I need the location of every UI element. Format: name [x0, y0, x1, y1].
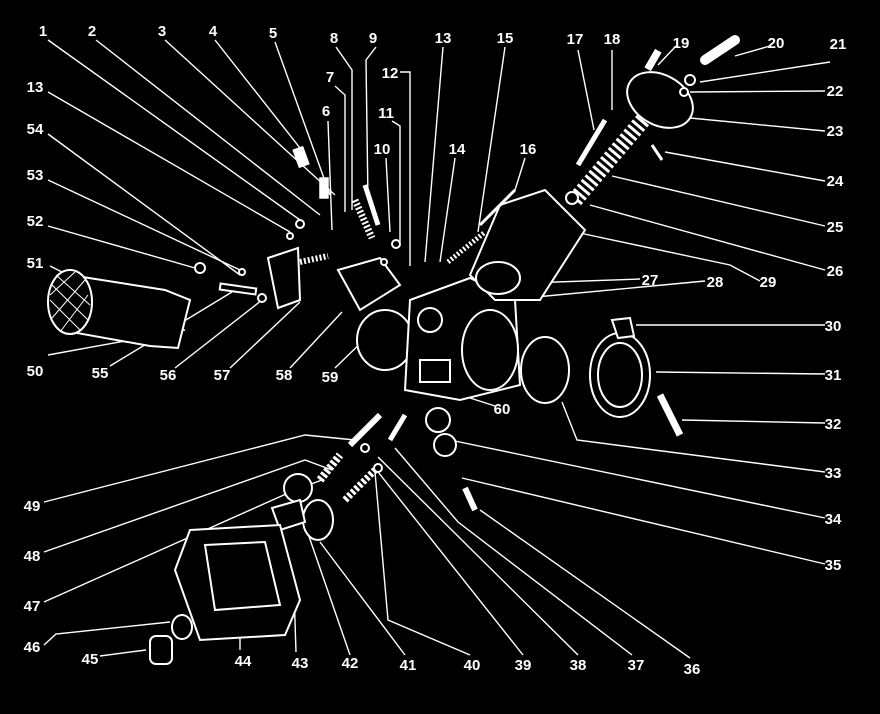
washer-56 [257, 293, 267, 303]
drain-plug-45 [149, 635, 173, 665]
label-7: 7 [326, 69, 334, 86]
cap-23 [626, 71, 694, 129]
label-52: 52 [27, 213, 44, 230]
label-47: 47 [24, 598, 41, 615]
label-13-left: 13 [27, 79, 44, 96]
label-1: 1 [39, 23, 47, 40]
label-4: 4 [209, 23, 218, 40]
label-41: 41 [400, 657, 417, 674]
label-15: 15 [497, 30, 514, 47]
label-27: 27 [642, 272, 659, 289]
parts [47, 35, 740, 665]
label-18: 18 [604, 31, 621, 48]
label-10: 10 [374, 141, 391, 158]
label-44: 44 [235, 653, 252, 670]
label-58: 58 [276, 367, 293, 384]
label-49: 49 [24, 498, 41, 515]
label-31: 31 [825, 367, 842, 384]
throttle-housing [266, 246, 302, 310]
o-ring-27 [475, 261, 521, 295]
label-3: 3 [158, 23, 166, 40]
bolt-32 [656, 393, 684, 437]
nut-30 [610, 316, 636, 340]
label-17: 17 [567, 31, 584, 48]
label-6: 6 [322, 103, 330, 120]
label-19: 19 [673, 35, 690, 52]
label-37: 37 [628, 657, 645, 674]
cable-17 [575, 118, 608, 167]
label-2: 2 [88, 23, 96, 40]
label-39: 39 [515, 657, 532, 674]
label-35: 35 [825, 557, 842, 574]
label-51: 51 [27, 255, 44, 272]
screw-55 [218, 282, 258, 296]
nut-52 [194, 262, 206, 274]
label-50: 50 [27, 363, 44, 380]
air-filter [47, 269, 192, 350]
label-22: 22 [827, 83, 844, 100]
spring-57 [299, 253, 329, 265]
rubber-ring-33 [520, 336, 570, 404]
label-32: 32 [825, 416, 842, 433]
label-9: 9 [369, 30, 377, 47]
label-13-top: 13 [435, 30, 452, 47]
label-11: 11 [378, 105, 394, 122]
label-48: 48 [24, 548, 41, 565]
screw-36 [462, 486, 478, 512]
label-33: 33 [825, 465, 842, 482]
float-34 [425, 407, 451, 433]
label-20: 20 [768, 35, 785, 52]
leader-lines [43, 39, 831, 659]
label-12: 12 [382, 65, 399, 82]
label-29: 29 [760, 274, 777, 291]
label-26: 26 [827, 263, 844, 280]
float-chamber-41 [302, 499, 334, 541]
needle-16 [478, 188, 517, 227]
gasket-46 [171, 614, 193, 640]
label-25: 25 [827, 219, 844, 236]
label-60: 60 [494, 401, 511, 418]
label-34: 34 [825, 511, 842, 528]
label-57: 57 [214, 367, 231, 384]
label-59: 59 [322, 369, 339, 386]
label-43: 43 [292, 655, 309, 672]
label-45: 45 [82, 651, 99, 668]
label-28: 28 [707, 274, 724, 291]
label-40: 40 [464, 657, 481, 674]
label-16: 16 [520, 141, 537, 158]
label-56: 56 [160, 367, 177, 384]
label-23: 23 [827, 123, 844, 140]
part-number-labels: 1 2 3 4 5 6 7 8 9 10 11 12 13 13 14 15 1… [24, 23, 847, 678]
label-36: 36 [684, 661, 701, 678]
cover-59 [356, 309, 414, 371]
label-46: 46 [24, 639, 41, 656]
float-35 [433, 433, 457, 457]
label-42: 42 [342, 655, 359, 672]
label-14: 14 [449, 141, 466, 158]
label-8: 8 [330, 30, 338, 47]
label-54: 54 [27, 121, 44, 138]
washer-53 [238, 268, 246, 276]
label-38: 38 [570, 657, 587, 674]
label-30: 30 [825, 318, 842, 335]
label-55: 55 [92, 365, 109, 382]
label-53: 53 [27, 167, 44, 184]
gasket-58 [336, 256, 402, 312]
label-24: 24 [827, 173, 844, 190]
adjuster-20 [700, 35, 740, 65]
carburetor-body [403, 276, 522, 402]
label-21: 21 [830, 36, 847, 53]
label-5: 5 [269, 25, 277, 42]
